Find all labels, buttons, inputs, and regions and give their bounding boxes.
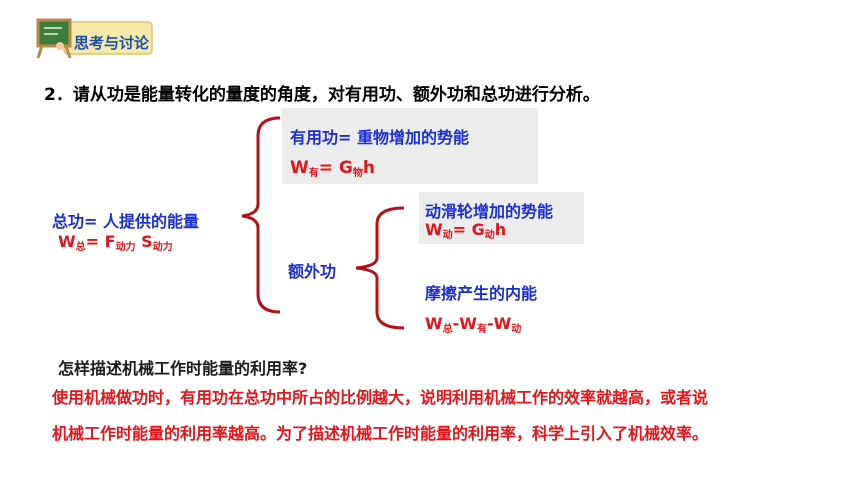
pulley-energy-label: 动滑轮增加的势能	[425, 202, 554, 221]
answer-line-1: 使用机械做功时，有用功在总功中所占的比例越大，说明利用机械工作的效率就越高，或者…	[52, 388, 709, 407]
useful-work-formula: W有= G物h	[290, 158, 375, 179]
extra-bracket	[355, 206, 405, 330]
pulley-energy-box	[419, 192, 584, 244]
main-bracket	[241, 116, 281, 314]
pulley-energy-formula: W动= G动h	[425, 220, 507, 241]
friction-energy-label: 摩擦产生的内能	[425, 284, 538, 303]
badge	[36, 16, 156, 59]
answer-line-2: 机械工作时能量的利用率越高。为了描述机械工作时能量的利用率，科学上引入了机械效率…	[52, 424, 709, 443]
useful-work-label: 有用功= 重物增加的势能	[290, 128, 469, 147]
badge-label: 思考与讨论	[74, 34, 150, 52]
useful-work-box	[282, 108, 538, 184]
total-work-formula: W总= F动力 S动力	[58, 232, 173, 253]
extra-work-label: 额外功	[288, 262, 337, 281]
blackboard-icon	[36, 18, 153, 59]
efficiency-question: 怎样描述机械工作时能量的利用率?	[58, 359, 308, 378]
total-work-label: 总功= 人提供的能量	[52, 212, 199, 231]
friction-energy-formula: W总-W有-W动	[425, 314, 522, 335]
question-text: 2．请从功是能量转化的量度的角度，对有用功、额外功和总功进行分析。	[44, 85, 600, 105]
